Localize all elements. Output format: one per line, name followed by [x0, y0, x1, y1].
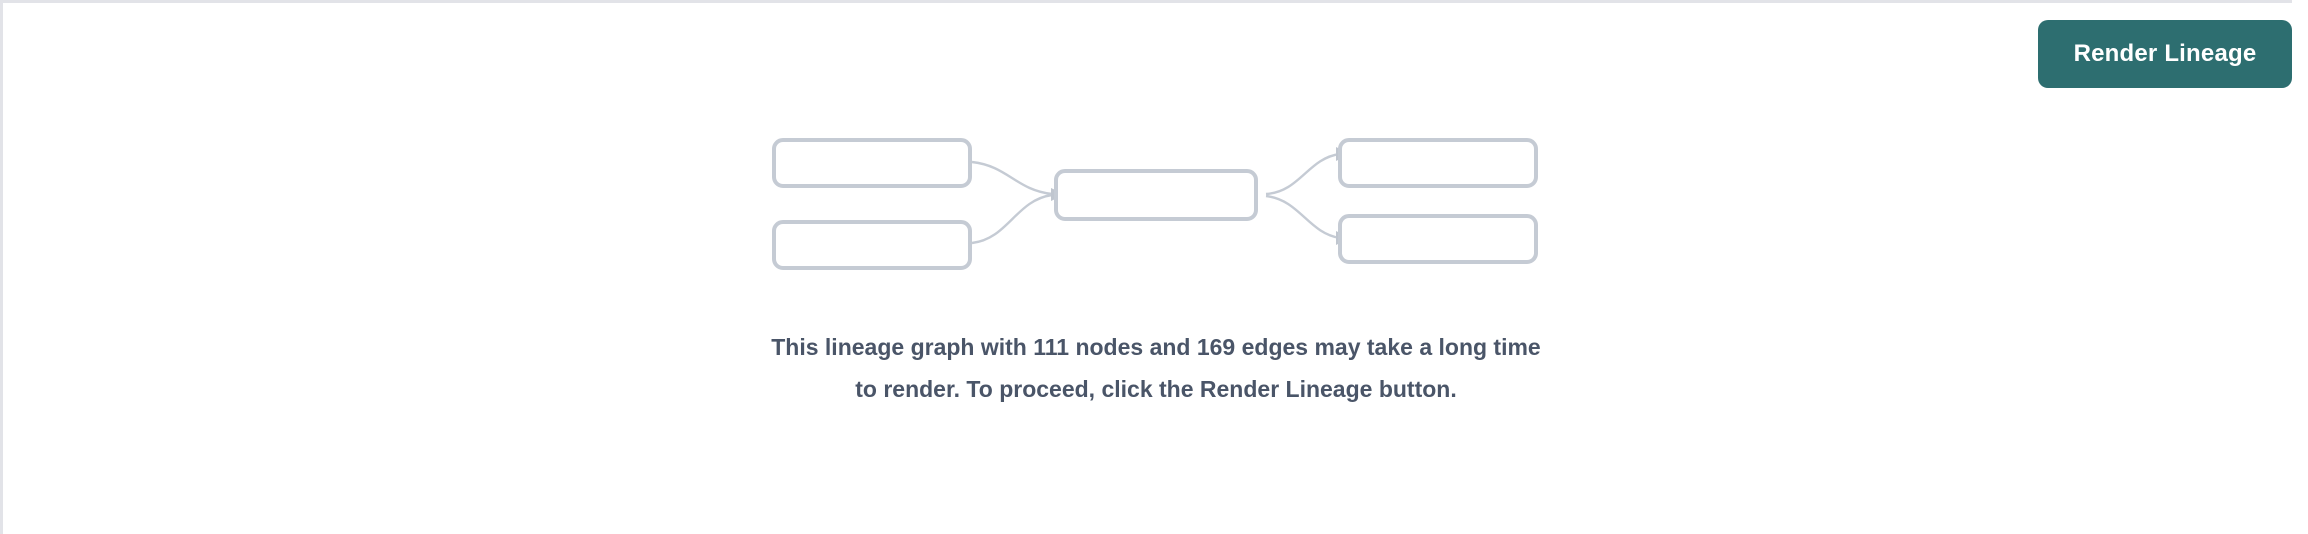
placeholder-node-left-bottom — [772, 220, 972, 270]
placeholder-node-center — [1054, 169, 1258, 221]
edge-center-to-right-bottom — [1265, 194, 1341, 240]
render-lineage-button-label: Render Lineage — [2073, 40, 2257, 67]
edge-left-bottom-to-center — [971, 193, 1053, 245]
placeholder-node-left-top — [772, 138, 972, 188]
placeholder-node-right-bottom — [1338, 214, 1538, 264]
placeholder-node-right-top — [1338, 138, 1538, 188]
render-lineage-button[interactable]: Render Lineage — [2038, 20, 2292, 88]
panel-top-divider — [0, 0, 2292, 3]
placeholder-graph-svg — [772, 138, 1538, 270]
placeholder-lineage-graph — [760, 130, 1560, 275]
lineage-warning-message: This lineage graph with 111 nodes and 16… — [771, 334, 1541, 402]
edge-center-to-right-top — [1265, 152, 1341, 196]
panel-left-divider — [0, 0, 3, 534]
edge-left-top-to-center — [971, 160, 1053, 196]
